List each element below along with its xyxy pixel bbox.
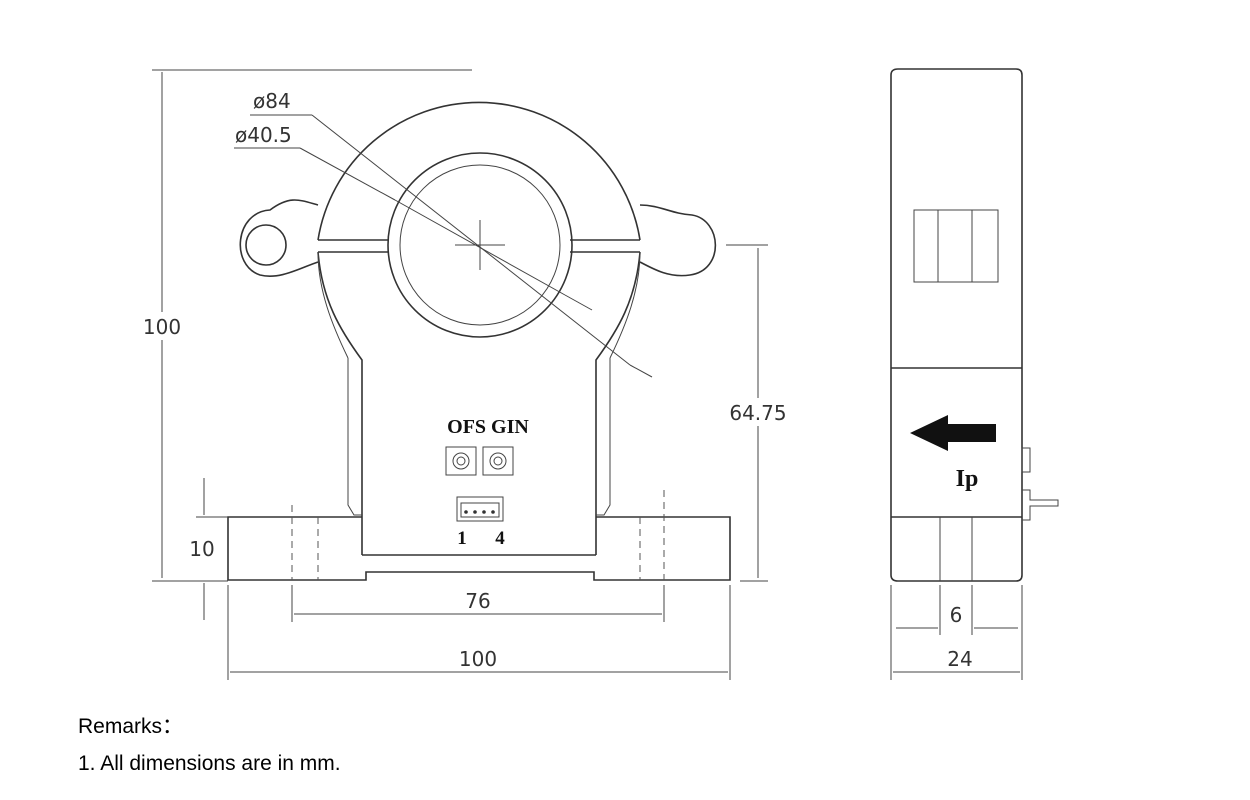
mounting-ear-right xyxy=(639,204,717,277)
adjuster-label: OFS GIN xyxy=(447,416,529,438)
current-arrow-icon xyxy=(910,415,996,451)
gin-trimmer[interactable] xyxy=(482,446,514,476)
remark-item: 1. All dimensions are in mm. xyxy=(78,752,341,775)
pin-1-label: 1 xyxy=(457,528,467,549)
remarks-heading: Remarks： xyxy=(78,715,184,738)
side-body xyxy=(890,68,1023,582)
aperture-height-label: 64.75 xyxy=(729,401,786,425)
base-plate xyxy=(227,516,731,581)
connector[interactable] xyxy=(456,496,504,522)
ofs-trimmer[interactable] xyxy=(445,446,477,476)
front-dimensions: ø84 ø40.5 100 64.75 10 76 100 xyxy=(140,69,798,680)
pin-4-label: 4 xyxy=(495,528,505,549)
height-label: 100 xyxy=(143,315,181,339)
mounting-hole xyxy=(245,224,287,266)
front-view: OFS GIN 1 4 xyxy=(227,101,731,581)
label-box xyxy=(913,209,999,283)
outer-diameter-label: ø84 xyxy=(253,89,291,113)
base-height-label: 10 xyxy=(189,537,214,561)
side-view: Ip xyxy=(890,68,1059,582)
inner-diameter-label: ø40.5 xyxy=(235,123,292,147)
mount-spacing-label: 76 xyxy=(465,589,490,613)
current-direction-label: Ip xyxy=(956,466,979,492)
aperture-circle xyxy=(387,152,573,338)
outer-ring xyxy=(317,101,641,241)
mounting-ear-left xyxy=(239,199,319,277)
side-width-label: 24 xyxy=(947,647,972,671)
width-label: 100 xyxy=(459,647,497,671)
side-slot-label: 6 xyxy=(950,603,963,627)
side-dimensions: 6 24 xyxy=(890,585,1023,680)
